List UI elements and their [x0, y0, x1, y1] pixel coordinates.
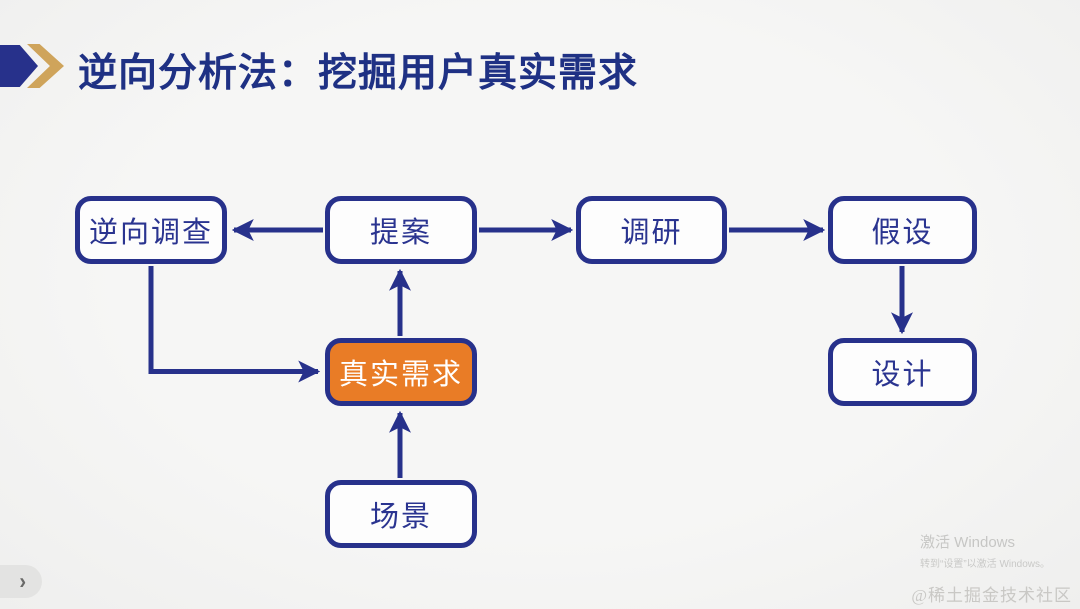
community-credit: @稀土掘金技术社区 [911, 586, 1072, 605]
node-scenario: 场景 [325, 480, 477, 548]
next-slide-button[interactable]: › [0, 565, 42, 598]
page-title: 逆向分析法：挖掘用户真实需求 [78, 52, 639, 95]
slide-header: 逆向分析法：挖掘用户真实需求 [0, 0, 1080, 120]
watermark-line1: 激活 Windows [920, 534, 1016, 551]
chevron-right-icon: › [19, 569, 26, 594]
node-hypothesis: 假设 [828, 196, 977, 264]
node-research: 调研 [576, 196, 727, 264]
node-design: 设计 [828, 338, 977, 406]
node-proposal: 提案 [325, 196, 477, 264]
node-reverse-survey: 逆向调查 [75, 196, 227, 264]
windows-activation-watermark: 激活 Windows 转到“设置”以激活 Windows。 [920, 531, 1050, 570]
edge-reverse-survey-to-real-needs [148, 266, 321, 383]
watermark-line2: 转到“设置”以激活 Windows。 [920, 559, 1051, 570]
node-real-needs: 真实需求 [325, 338, 477, 406]
